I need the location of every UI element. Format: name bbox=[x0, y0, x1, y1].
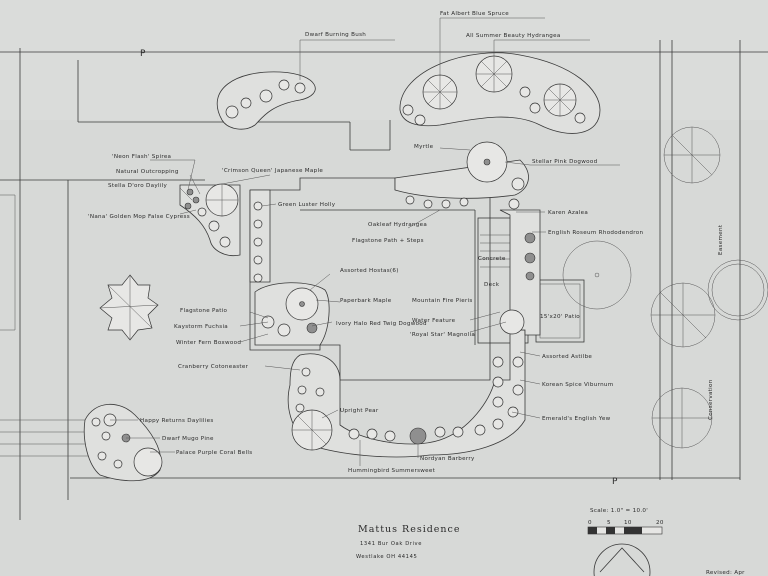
revised-note: Revised: Apr bbox=[706, 570, 745, 576]
tree-blue-spruce-2 bbox=[475, 55, 513, 93]
label-fern: Winter Fern Boxwood bbox=[176, 340, 241, 346]
label-flagstone-patio: Flagstone Patio bbox=[180, 308, 228, 314]
label-conservation: Conservation bbox=[708, 379, 714, 420]
label-spirea: 'Neon Flash' Spirea bbox=[112, 154, 171, 160]
shrubs bbox=[91, 79, 586, 469]
leader-lines bbox=[110, 17, 620, 466]
label-daylily: Stella D'oro Daylily bbox=[108, 183, 168, 189]
label-flagstone-steps: Flagstone Path + Steps bbox=[352, 238, 424, 244]
property-lines: P P bbox=[0, 40, 768, 520]
svg-text:20: 20 bbox=[656, 520, 664, 526]
label-rhododendron: English Roseum Rhododendron bbox=[548, 230, 643, 236]
tree-circle-easement-2 bbox=[707, 259, 768, 321]
label-ivory-halo: Ivory Halo Red Twig Dogwood bbox=[336, 321, 427, 327]
label-oakleaf: Oakleaf Hydrangea bbox=[368, 222, 427, 228]
house-footprint bbox=[249, 177, 491, 381]
label-cotoneaster: Cranberry Cotoneaster bbox=[178, 364, 249, 370]
label-water-feature: Water Feature bbox=[412, 318, 456, 324]
label-fountain-grass: Mountain Fire Pieris bbox=[412, 298, 473, 304]
label-japanese-maple: 'Crimson Queen' Japanese Maple bbox=[222, 168, 323, 174]
label-coral-bells: Palace Purple Coral Bells bbox=[176, 450, 252, 456]
label-viburnum: Korean Spice Viburnum bbox=[542, 382, 614, 388]
label-mugo-pine: Dwarf Mugo Pine bbox=[162, 436, 214, 442]
label-barberry: Nordyan Barberry bbox=[420, 456, 475, 462]
svg-text:10: 10 bbox=[624, 520, 632, 526]
svg-text:5: 5 bbox=[607, 520, 611, 526]
tree-blue-spruce-3 bbox=[543, 83, 577, 117]
label-cypress: 'Nana' Golden Mop False Cypress bbox=[88, 214, 190, 220]
label-holly: Green Luster Holly bbox=[278, 202, 336, 208]
tree-left-large bbox=[99, 274, 159, 341]
tree-blue-spruce-1 bbox=[422, 74, 458, 110]
label-concrete: Concrete bbox=[478, 256, 506, 262]
label-outcropping: Natural Outcropping bbox=[116, 169, 179, 175]
label-pear: Upright Pear bbox=[340, 408, 379, 414]
label-hydrangea: All Summer Beauty Hydrangea bbox=[466, 33, 561, 39]
tree-dogwood bbox=[466, 141, 508, 183]
title-name: Mattus Residence bbox=[358, 524, 461, 535]
title-street: 1341 Bur Oak Drive bbox=[360, 541, 422, 547]
tree-upright-pear bbox=[291, 409, 333, 451]
plant-labels: Dwarf Burning Bush Fat Albert Blue Spruc… bbox=[88, 11, 724, 474]
label-snowberry: Hummingbird Summersweet bbox=[348, 468, 436, 474]
tree-circle-easement-4 bbox=[650, 282, 716, 348]
label-blue-spruce: Fat Albert Blue Spruce bbox=[440, 11, 509, 17]
scale-bar: Scale: 1.0" = 10.0' 0 5 10 20 bbox=[587, 508, 664, 535]
label-myrtle: Myrtle bbox=[414, 144, 434, 150]
label-magnolia: 'Royal Star' Magnolia bbox=[410, 332, 475, 338]
tree-paperbark-maple bbox=[285, 287, 319, 321]
label-azalea: Karen Azalea bbox=[548, 210, 588, 216]
label-deck: Deck bbox=[484, 282, 500, 288]
title-block: Mattus Residence 1341 Bur Oak Drive West… bbox=[356, 524, 461, 560]
tree-circle-easement-5 bbox=[651, 387, 713, 449]
label-easement: Easement bbox=[718, 224, 724, 255]
tree-circle-easement-1 bbox=[562, 240, 632, 310]
label-yew: Emerald's English Yew bbox=[542, 416, 611, 422]
scale-label: Scale: 1.0" = 10.0' bbox=[590, 508, 648, 514]
label-patio-size: 15'x20' Patio bbox=[540, 314, 580, 320]
tree-magnolia bbox=[499, 309, 525, 335]
label-hostas: Assorted Hostas(6) bbox=[340, 268, 399, 274]
tree-circle-easement-3 bbox=[663, 126, 721, 184]
label-paperbark: Paperbark Maple bbox=[340, 298, 392, 304]
tree-mugo bbox=[133, 447, 163, 477]
svg-text:0: 0 bbox=[588, 520, 592, 526]
label-daylilies: Happy Returns Daylilies bbox=[140, 418, 214, 424]
label-burning-bush: Dwarf Burning Bush bbox=[305, 32, 366, 38]
label-astilbe: Assorted Astilbe bbox=[542, 354, 592, 360]
svg-text:P: P bbox=[612, 477, 618, 487]
svg-text:P: P bbox=[140, 49, 146, 59]
north-arrow-icon bbox=[593, 543, 651, 576]
title-city: Westlake OH 44145 bbox=[356, 554, 417, 560]
tree-japanese-maple bbox=[205, 183, 239, 217]
label-fuchsia: Kaystorm Fuchsia bbox=[174, 324, 228, 330]
label-dogwood: Stellar Pink Dogwood bbox=[532, 159, 598, 165]
